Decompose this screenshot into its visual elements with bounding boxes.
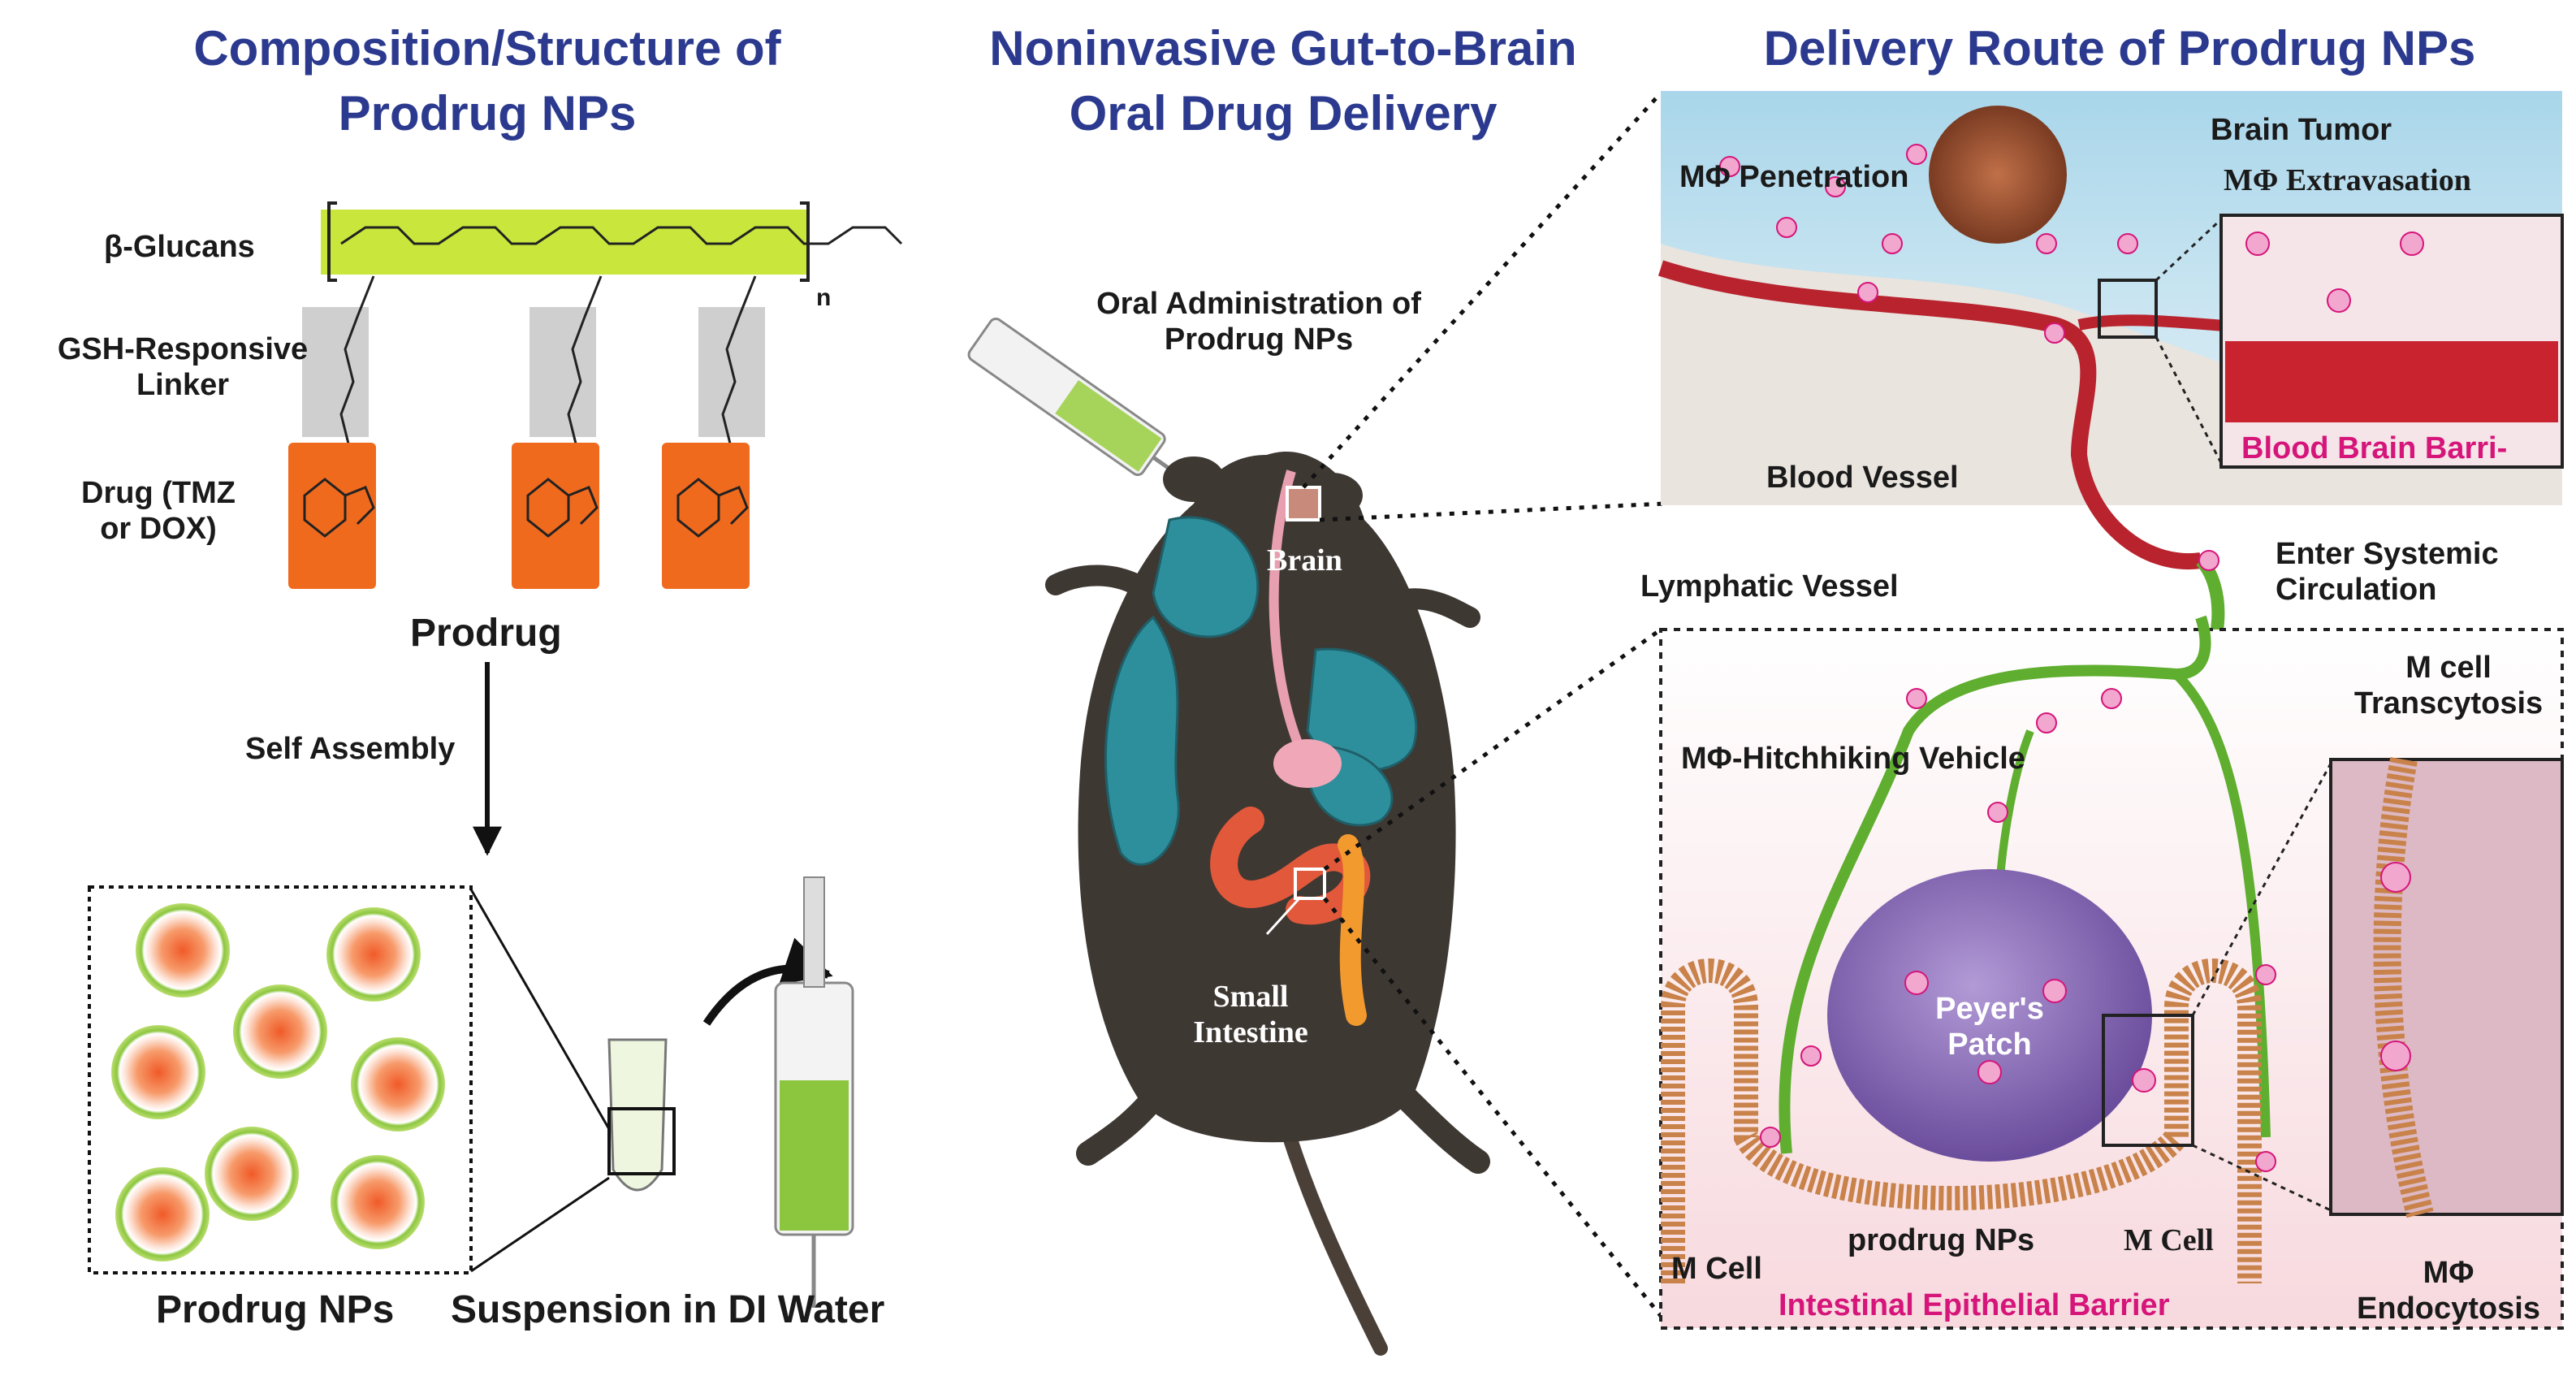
- title-gut-to-brain: Noninvasive Gut-to-Brain Oral Drug Deliv…: [989, 21, 1577, 141]
- label-intestinal-barrier: Intestinal Epithelial Barrier: [1779, 1288, 2170, 1322]
- label-brain-tumor: Brain Tumor: [2211, 113, 2392, 147]
- drug-box-1: [288, 443, 376, 589]
- composition-panel: [88, 201, 903, 1308]
- intestine-pointer: [1265, 897, 1301, 936]
- title-delivery-route: Delivery Route of Prodrug NPs: [1763, 21, 2476, 76]
- linker-chain-3: [721, 275, 757, 448]
- brain-connector: [1319, 501, 1666, 522]
- drug-structure-3: [676, 478, 749, 538]
- intestine-connector: [1323, 627, 1662, 872]
- brain-connector: [1302, 96, 1658, 489]
- label-lymphatic-vessel: Lymphatic Vessel: [1640, 569, 1899, 604]
- mouse-arm: [1386, 588, 1480, 628]
- intestine-connector: [1323, 897, 1662, 1318]
- label-peyers-patch: Peyer's Patch: [1935, 992, 2044, 1062]
- linker-chain-2: [567, 275, 603, 448]
- drug-structure-2: [526, 478, 599, 538]
- label-bbb: Blood Brain Barri-: [2241, 431, 2508, 465]
- polymer-bracket-left: [327, 201, 337, 282]
- label-endocytosis: MΦ Endocytosis: [2357, 1256, 2540, 1326]
- nanoparticle: [233, 984, 327, 1079]
- mouse-leg: [1385, 1076, 1490, 1174]
- macrophages: [1719, 144, 2424, 1172]
- zoom-line: [470, 1176, 610, 1273]
- nanoparticle: [205, 1127, 299, 1221]
- label-linker: GSH-Responsive Linker: [57, 332, 309, 402]
- label-prodrug: Prodrug: [410, 612, 562, 655]
- drug-box-3: [662, 443, 750, 589]
- title-composition: Composition/Structure of Prodrug NPs: [193, 21, 781, 141]
- large-intestine: [1338, 834, 1367, 1026]
- nanoparticle: [111, 1025, 205, 1119]
- peyers-patch: [1827, 869, 2152, 1162]
- label-oral-administration: Oral Administration of Prodrug NPs: [1096, 287, 1421, 357]
- nanoparticles: [111, 903, 445, 1261]
- label-hitchhiking: MΦ-Hitchhiking Vehicle: [1681, 742, 2025, 776]
- label-penetration: MΦ Penetration: [1679, 160, 1909, 194]
- syringe-plunger: [803, 876, 825, 988]
- linker-box-2: [529, 307, 596, 437]
- bbb-zoom-box: [2098, 279, 2158, 339]
- zoom-line: [469, 889, 611, 1130]
- intestinal-villi: [1661, 958, 2262, 1283]
- label-beta-glucans: β-Glucans: [104, 230, 255, 264]
- label-small-intestine: Small Intestine: [1193, 980, 1308, 1049]
- label-prodrug-nps: Prodrug NPs: [156, 1288, 395, 1331]
- nanoparticle: [351, 1037, 445, 1132]
- drug-box-2: [512, 443, 599, 589]
- brain-tumor: [1929, 106, 2067, 244]
- intestine-box: [1294, 868, 1326, 900]
- nanoparticle: [331, 1155, 425, 1249]
- label-enter-systemic: Enter Systemic Circulation: [2276, 537, 2499, 607]
- lymphatic-vessel: [1779, 615, 2211, 1154]
- beta-glucan-backbone: [321, 210, 808, 275]
- label-m-cell-transcytosis: M cell Transcytosis: [2353, 651, 2544, 720]
- nanoparticle: [136, 903, 230, 997]
- lymphatic-vessel: [2172, 670, 2271, 1138]
- sample-tube: [607, 1038, 668, 1192]
- label-self-assembly: Self Assembly: [245, 732, 456, 766]
- label-m-cell-mid: M Cell: [2124, 1223, 2214, 1257]
- glucan-rings: [340, 226, 903, 245]
- m-cell-inset-wall: [2373, 756, 2434, 1218]
- mouse-ear: [1163, 457, 1225, 502]
- m-cell-zoom-box: [2102, 1014, 2194, 1147]
- polymer-bracket-right: [800, 201, 810, 282]
- nanoparticle: [326, 907, 421, 1002]
- liver-lobe: [1104, 615, 1180, 866]
- nanoparticle: [115, 1167, 210, 1261]
- liver-lobe: [1152, 516, 1260, 638]
- esophagus: [1269, 469, 1304, 750]
- linker-chain-1: [339, 275, 375, 448]
- drug-structure-1: [303, 478, 375, 538]
- label-extravasation: MΦ Extravasation: [2224, 163, 2471, 197]
- label-m-cell-left: M Cell: [1671, 1252, 1762, 1286]
- bbb-inset-vessel: [2225, 341, 2558, 422]
- label-brain: Brain: [1267, 543, 1342, 578]
- label-suspension: Suspension in DI Water: [451, 1288, 885, 1331]
- brain-box: [1286, 486, 1321, 521]
- bbb-zoom-line: [2155, 336, 2223, 464]
- m-cell-zoom-line: [2192, 1144, 2332, 1212]
- brain-vessel: [1658, 260, 2202, 570]
- syringe-liquid: [780, 1080, 849, 1231]
- mouse-panel: [967, 96, 1666, 1356]
- mouse-arm: [1045, 565, 1148, 595]
- linker-box-1: [302, 307, 369, 437]
- tube-zoom-box: [607, 1107, 676, 1175]
- mouse-leg: [1076, 1076, 1173, 1166]
- label-blood-vessel: Blood Vessel: [1766, 461, 1959, 495]
- stomach: [1273, 739, 1342, 788]
- label-prodrug-nps-route: prodrug NPs: [1848, 1223, 2035, 1257]
- m-cell-inset: [2329, 758, 2564, 1216]
- label-drug: Drug (TMZ or DOX): [81, 476, 236, 546]
- label-repeat-n: n: [816, 284, 832, 311]
- route-panel: [1658, 91, 2564, 1330]
